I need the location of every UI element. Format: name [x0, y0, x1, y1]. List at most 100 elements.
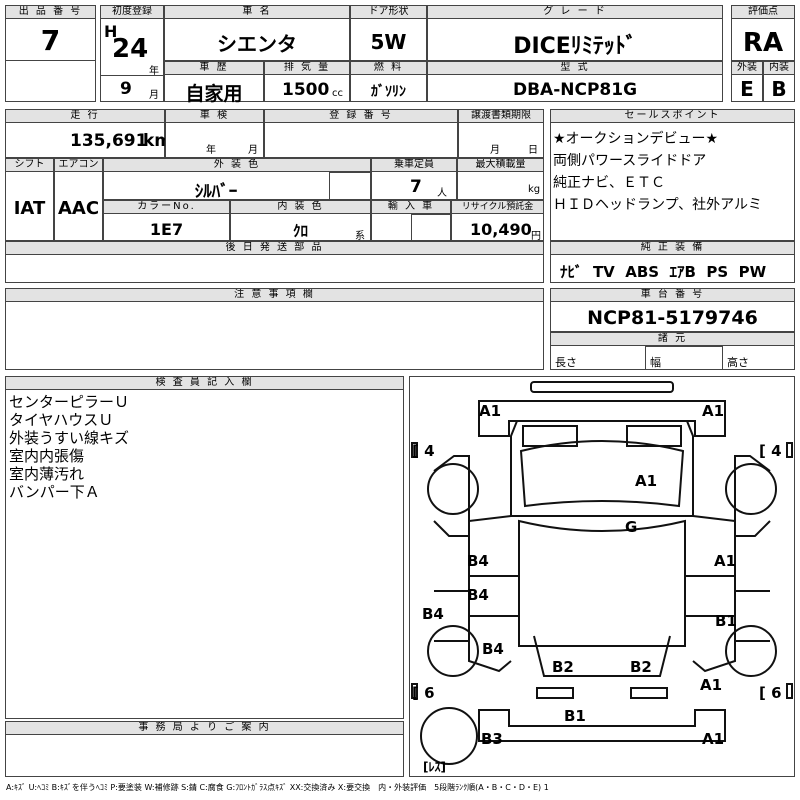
- score-value: RA: [742, 28, 784, 58]
- int-label: 内装: [763, 61, 795, 75]
- lot-lower-cell: [5, 60, 96, 102]
- door-label: ドア形状: [350, 5, 427, 19]
- office-label: 事 務 局 よ り ご 案 内: [5, 721, 404, 735]
- intcolor-value: ｸﾛ: [292, 222, 308, 240]
- mark-tailgate: B1: [564, 707, 586, 725]
- shift-label: シフト: [5, 158, 54, 172]
- inspector-label: 検 査 員 記 入 欄: [5, 376, 404, 390]
- month-unit: 月: [149, 90, 159, 101]
- grade-value: DICEﾘﾐﾃｯﾄﾞ: [513, 34, 637, 59]
- load-unit: kg: [528, 184, 541, 195]
- mark-right-front-door: A1: [714, 552, 736, 570]
- later-parts-label: 後 日 発 送 部 品: [5, 241, 544, 255]
- mark-rear-left: B2: [552, 658, 574, 676]
- ac-value: AAC: [57, 198, 100, 219]
- sales-point-item: 両側パワースライドドア: [553, 153, 707, 169]
- mark-left-pillar: B4: [422, 605, 444, 623]
- capacity-unit: 人: [437, 188, 447, 199]
- year-unit: 年: [149, 66, 159, 77]
- model-value: DBA-NCP81G: [512, 80, 638, 100]
- tire-rear-right-label: [ 6: [759, 684, 782, 702]
- mark-rear-bumper-right: A1: [702, 730, 724, 748]
- inspector-line: バンパー下Ａ: [9, 483, 100, 501]
- era-value: H: [104, 22, 118, 41]
- sales-points-list: ★オークションデビュー★ 両側パワースライドドア 純正ナビ、ＥＴＣ ＨＩＤヘッド…: [553, 128, 762, 216]
- specs-length: 長さ: [555, 356, 577, 369]
- load-label: 最大積載量: [457, 158, 544, 172]
- lot-value: 7: [40, 24, 61, 57]
- first-reg-year: 24: [112, 34, 149, 64]
- colorno-label: カラーNo.: [103, 200, 230, 214]
- recycle-unit: 円: [531, 231, 541, 242]
- import-sub-divider: [411, 214, 451, 241]
- history-value: 自家用: [185, 83, 243, 105]
- damage-marks: A1 A1 A1 G B4 A1 B4 B4 B1 B4 B2 B2 A1 B1…: [412, 402, 782, 774]
- mark-front-right: A1: [702, 402, 724, 420]
- first-reg-month: 9: [120, 79, 132, 99]
- color-sub-divider: [329, 172, 371, 200]
- car-name-label: 車 名: [164, 5, 350, 19]
- month-cell: [100, 75, 164, 102]
- inspector-line: 室内内張傷: [9, 447, 85, 465]
- intcolor-label: 内 装 色: [230, 200, 371, 214]
- recycle-value: 10,490: [470, 220, 532, 239]
- mileage-label: 走 行: [5, 109, 165, 123]
- notes-label: 注 意 事 項 欄: [5, 288, 544, 302]
- mark-right-rear-quarter: A1: [700, 676, 722, 694]
- inspector-line: 室内薄汚れ: [9, 465, 85, 483]
- inspection-month-unit: 月: [248, 145, 258, 156]
- int-value: B: [771, 77, 787, 101]
- mileage-unit: km: [143, 131, 173, 151]
- sales-points-label: セールスポイント: [550, 109, 795, 123]
- fuel-label: 燃 料: [350, 61, 427, 75]
- inspection-label: 車 検: [165, 109, 264, 123]
- capacity-label: 乗車定員: [371, 158, 457, 172]
- regno-label: 登 録 番 号: [264, 109, 458, 123]
- score-label: 評価点: [731, 5, 795, 19]
- history-label: 車 歴: [164, 61, 264, 75]
- mark-front-left: A1: [479, 402, 501, 420]
- model-label: 型 式: [427, 61, 723, 75]
- specs-height: 高さ: [727, 356, 749, 369]
- inspector-line: 外装うすい線キズ: [9, 429, 130, 447]
- displacement-unit: cc: [332, 88, 343, 99]
- tire-front-right-label: [ 4: [759, 442, 782, 460]
- spare-tire-label: [ﾚｽ]: [423, 760, 446, 774]
- car-diagram: A1 A1 A1 G B4 A1 B4 B4 B1 B4 B2 B2 A1 B1…: [411, 381, 793, 774]
- chassis-value: NCP81-5179746: [587, 307, 758, 329]
- mark-left-front-door: B4: [467, 552, 489, 570]
- equipment-value: ﾅﾋﾞ TV ABS ｴｱB PS PW: [560, 263, 767, 281]
- door-value: 5W: [370, 30, 407, 54]
- intcolor-unit: 系: [355, 231, 365, 242]
- chassis-label: 車 台 番 号: [550, 288, 795, 302]
- legend: A:ｷｽﾞ U:ﾍｺﾐ B:ｷｽﾞを伴うﾍｺﾐ P:要塗装 W:補修跡 S:錆 …: [6, 783, 549, 792]
- lot-label: 出 品 番 号: [5, 5, 96, 19]
- displacement-value: 1500: [282, 80, 330, 100]
- sales-points-box: [550, 109, 795, 241]
- colorno-value: 1E7: [149, 220, 184, 239]
- specs-label: 諸 元: [550, 332, 795, 346]
- grade-label: グ レ ー ド: [427, 5, 723, 19]
- first-reg-label: 初度登録: [100, 5, 164, 19]
- mark-windshield: G: [625, 518, 637, 536]
- import-label: 輸 入 車: [371, 200, 451, 214]
- deadline-month-unit: 月: [490, 145, 500, 156]
- recycle-label: リサイクル預託金: [451, 200, 544, 214]
- inspection-year-unit: 年: [206, 145, 216, 156]
- mark-hood: A1: [635, 472, 657, 490]
- deadline-label: 譲渡書類期限: [458, 109, 544, 123]
- color-label: 外 装 色: [103, 158, 371, 172]
- ext-value: E: [740, 77, 754, 101]
- mileage-value: 135,691: [70, 131, 148, 151]
- sales-point-item: ＨＩＤヘッドランプ、社外アルミ: [553, 197, 763, 213]
- inspector-line: タイヤハウスＵ: [9, 411, 114, 429]
- specs-width: 幅: [650, 356, 661, 369]
- car-name-value: シエンタ: [217, 32, 297, 56]
- mark-rear-bumper-left: B3: [481, 730, 503, 748]
- deadline-day-unit: 日: [528, 145, 538, 156]
- ac-label: エアコン: [54, 158, 103, 172]
- specs-width-divider: [645, 346, 723, 370]
- sales-point-item: 純正ナビ、ＥＴＣ: [553, 175, 665, 191]
- mark-rear-right: B2: [630, 658, 652, 676]
- equipment-label: 純 正 装 備: [550, 241, 795, 255]
